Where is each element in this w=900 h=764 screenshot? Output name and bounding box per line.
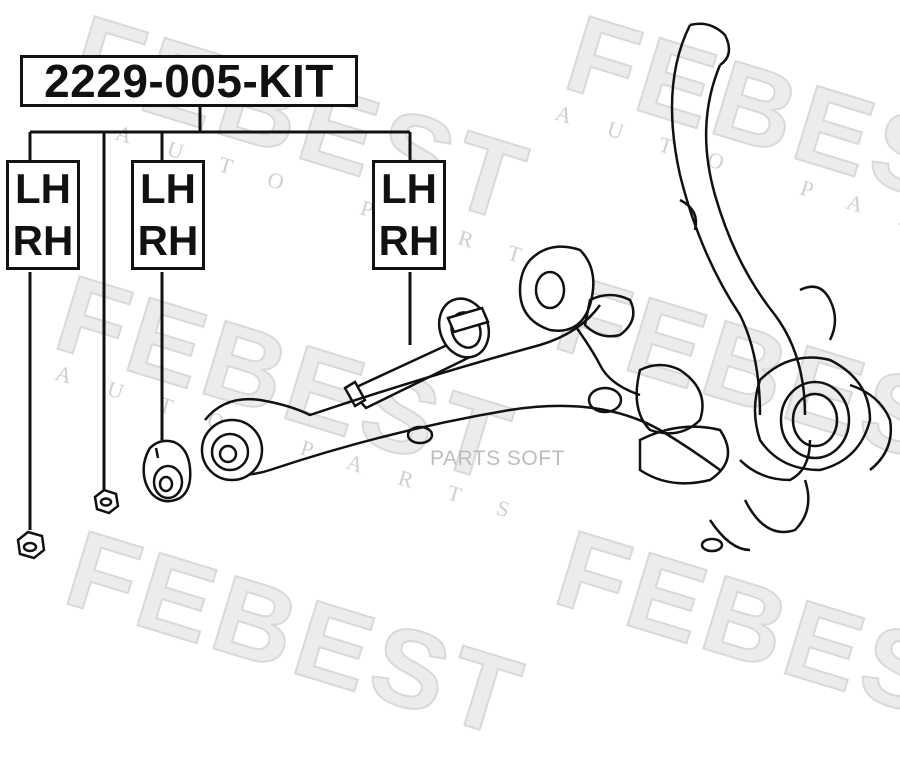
- control-arm-icon: [200, 245, 730, 485]
- side-label-top: LH: [140, 165, 196, 212]
- nut-small-icon: [16, 530, 46, 560]
- steering-knuckle-icon: [670, 22, 893, 553]
- parts-drawing: [16, 22, 893, 560]
- side-label-box-2: LH RH: [131, 160, 205, 270]
- diagram-stage: FEBEST AUTO PARTS FEBEST AUTO PARTS FEBE…: [6, 0, 900, 763]
- nut-washer-icon: [93, 488, 120, 515]
- cam-washer-icon: [142, 439, 192, 503]
- side-label-bottom: RH: [137, 217, 199, 264]
- side-label-top: LH: [15, 165, 71, 212]
- side-label-top: LH: [381, 165, 437, 212]
- side-label-box-3: LH RH: [372, 160, 446, 270]
- side-label-bottom: RH: [12, 217, 74, 264]
- kit-number-label: 2229-005-KIT: [20, 55, 358, 107]
- side-label-box-1: LH RH: [6, 160, 80, 270]
- cam-bolt-icon: [343, 297, 491, 410]
- side-label-bottom: RH: [378, 217, 440, 264]
- leader-lines: [28, 107, 412, 530]
- source-credit: PARTS SOFT: [430, 447, 565, 470]
